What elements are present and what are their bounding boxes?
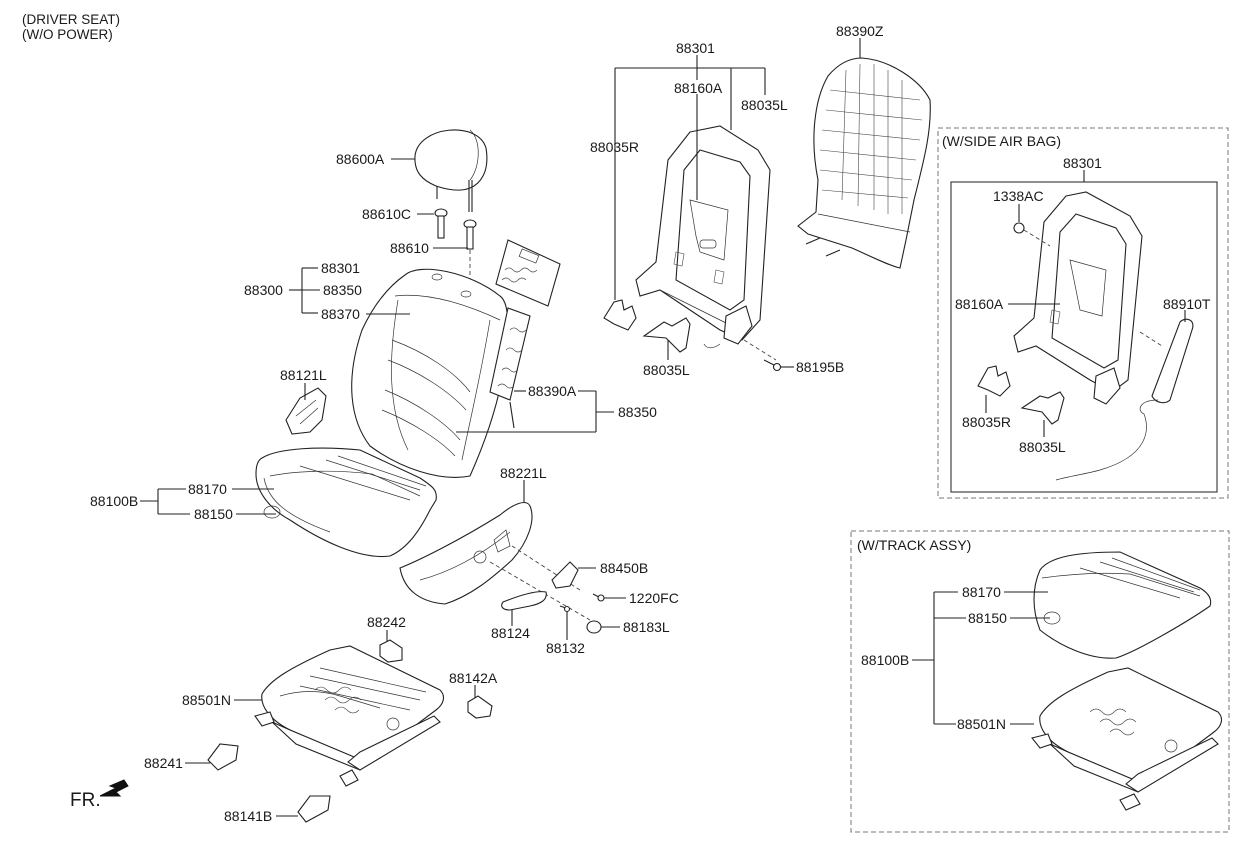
back-board-part[interactable] — [797, 57, 931, 269]
screw-part[interactable] — [592, 593, 626, 602]
part-label[interactable]: 88150 — [194, 506, 233, 522]
part-label[interactable]: 88124 — [491, 625, 530, 641]
part-label[interactable]: 88170 — [962, 584, 1001, 600]
lever-knob-part[interactable] — [551, 561, 596, 589]
part-label[interactable]: 88301 — [676, 40, 715, 56]
part-label[interactable]: 88121L — [280, 367, 327, 383]
header-line-1: (DRIVER SEAT) — [22, 12, 121, 27]
cap-part[interactable] — [586, 620, 620, 634]
sab-88035L-part[interactable] — [1020, 391, 1065, 425]
part-label[interactable]: 88035L — [741, 97, 788, 113]
lever-screw-part[interactable] — [559, 605, 571, 640]
part-label[interactable]: 88242 — [367, 614, 406, 630]
part-label[interactable]: 88132 — [546, 640, 585, 656]
part-label[interactable]: 1338AC — [993, 188, 1044, 204]
part-label[interactable]: 88141B — [224, 808, 273, 824]
part-label[interactable]: 88160A — [674, 80, 723, 96]
part-label[interactable]: 88450B — [600, 560, 649, 576]
part-label[interactable]: 88910T — [1163, 296, 1211, 312]
back-frame-part[interactable] — [635, 125, 777, 361]
sab-nut-part[interactable] — [1013, 222, 1051, 247]
part-label[interactable]: 88142A — [449, 670, 498, 686]
cover-88241-part[interactable] — [207, 743, 239, 771]
bolt-88195B-part[interactable] — [763, 359, 782, 372]
part-label[interactable]: 88183L — [623, 619, 670, 635]
part-label[interactable]: 88100B — [90, 493, 139, 509]
seat-back-part[interactable] — [351, 268, 509, 478]
frame-88035L-part[interactable] — [642, 317, 691, 353]
part-label[interactable]: 88350 — [618, 404, 657, 420]
part-label[interactable]: 88035R — [590, 139, 640, 155]
part-label[interactable]: 88241 — [144, 755, 183, 771]
side-air-bag-box — [937, 127, 1229, 499]
part-label[interactable]: 88501N — [957, 716, 1007, 732]
part-label[interactable]: 88390Z — [836, 23, 884, 39]
part-label[interactable]: 88600A — [336, 151, 385, 167]
part-label[interactable]: 88300 — [244, 282, 283, 298]
part-label[interactable]: 88390A — [528, 383, 577, 399]
side-shield-part[interactable] — [399, 502, 591, 621]
ta-track-part[interactable] — [1031, 667, 1223, 811]
lumbar-support-part[interactable] — [489, 239, 561, 429]
track-assy-part[interactable] — [254, 645, 445, 787]
part-label[interactable]: 88370 — [321, 306, 360, 322]
track-assy-box — [850, 530, 1230, 833]
part-label[interactable]: 88610 — [390, 240, 429, 256]
group-label-track-assy: (W/TRACK ASSY) — [857, 537, 972, 553]
header-line-2: (W/O POWER) — [22, 27, 113, 42]
part-label[interactable]: 88610C — [362, 206, 412, 222]
frame-88035R-part[interactable] — [603, 299, 637, 331]
ta-cushion-part[interactable] — [1033, 551, 1212, 659]
part-label[interactable]: 88160A — [955, 296, 1004, 312]
part-label[interactable]: 88170 — [188, 481, 227, 497]
sab-frame-part[interactable] — [1013, 191, 1143, 405]
part-label[interactable]: 88150 — [968, 610, 1007, 626]
part-label[interactable]: 88100B — [861, 652, 910, 668]
front-direction-label: FR. — [70, 790, 101, 811]
recline-lever-part[interactable] — [501, 591, 547, 626]
side-shield-cover-part[interactable] — [285, 387, 327, 435]
part-label[interactable]: 88035R — [962, 414, 1012, 430]
seat-cushion-part[interactable] — [255, 447, 437, 558]
part-label[interactable]: 88301 — [1063, 155, 1102, 171]
part-label[interactable]: 88195B — [796, 359, 845, 375]
part-label[interactable]: 88035L — [1019, 439, 1066, 455]
part-label[interactable]: 88221L — [500, 465, 547, 481]
group-label-side-air-bag: (W/SIDE AIR BAG) — [942, 133, 1062, 149]
part-label[interactable]: 88301 — [321, 260, 360, 276]
part-label[interactable]: 88350 — [323, 282, 362, 298]
part-label[interactable]: 88035L — [643, 362, 690, 378]
sab-88035R-part[interactable] — [977, 365, 1011, 397]
cover-88242-part[interactable] — [379, 639, 403, 663]
part-label[interactable]: 88501N — [182, 692, 232, 708]
front-arrow-icon — [99, 779, 129, 797]
cover-88141B-part[interactable] — [297, 795, 331, 823]
headrest-part[interactable] — [414, 129, 488, 212]
headrest-guide-c-part[interactable] — [434, 208, 448, 239]
sab-airbag-part[interactable] — [1055, 318, 1194, 481]
cover-88142A-part[interactable] — [467, 695, 493, 719]
part-label[interactable]: 1220FC — [629, 590, 679, 606]
